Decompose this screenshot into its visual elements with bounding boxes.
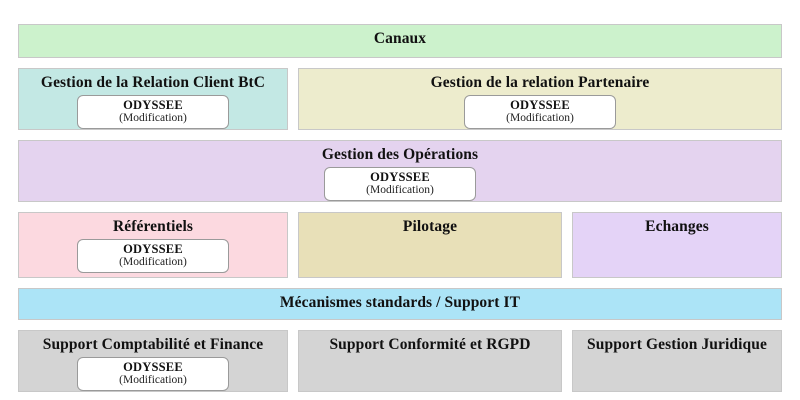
block-pilotage[interactable]: Pilotage [298,212,562,278]
odyssee-card[interactable]: ODYSSEE (Modification) [77,239,229,274]
odyssee-name: ODYSSEE [123,242,183,257]
block-title: Référentiels [112,218,194,235]
odyssee-card[interactable]: ODYSSEE (Modification) [77,357,229,391]
row-referentiels: Référentiels ODYSSEE (Modification) Pilo… [18,212,782,278]
odyssee-subtitle: (Modification) [119,374,187,387]
odyssee-subtitle: (Modification) [506,112,574,125]
odyssee-subtitle: (Modification) [366,184,434,197]
odyssee-name: ODYSSEE [510,98,570,113]
block-title: Pilotage [402,218,458,235]
odyssee-card[interactable]: ODYSSEE (Modification) [464,95,616,129]
block-title: Support Comptabilité et Finance [42,336,264,353]
block-title: Canaux [373,30,427,47]
odyssee-card[interactable]: ODYSSEE (Modification) [77,95,229,129]
row-relation: Gestion de la Relation Client BtC ODYSSE… [18,68,782,130]
odyssee-subtitle: (Modification) [119,112,187,125]
block-gestion-relation-partenaire[interactable]: Gestion de la relation Partenaire ODYSSE… [298,68,782,130]
block-title: Echanges [645,218,709,235]
block-canaux[interactable]: Canaux [18,24,782,58]
block-title: Gestion de la relation Partenaire [430,74,650,91]
odyssee-subtitle: (Modification) [119,256,187,269]
block-title: Support Gestion Juridique [587,336,767,353]
block-support-conformite-rgpd[interactable]: Support Conformité et RGPD [298,330,562,392]
block-support-comptabilite-finance[interactable]: Support Comptabilité et Finance ODYSSEE … [18,330,288,392]
block-gestion-relation-client-btc[interactable]: Gestion de la Relation Client BtC ODYSSE… [18,68,288,130]
block-title: Mécanismes standards / Support IT [279,294,521,311]
block-referentiels[interactable]: Référentiels ODYSSEE (Modification) [18,212,288,278]
block-gestion-des-operations[interactable]: Gestion des Opérations ODYSSEE (Modifica… [18,140,782,202]
odyssee-name: ODYSSEE [370,170,430,185]
row-mecanismes: Mécanismes standards / Support IT [18,288,782,320]
block-support-gestion-juridique[interactable]: Support Gestion Juridique [572,330,782,392]
row-operations: Gestion des Opérations ODYSSEE (Modifica… [18,140,782,202]
odyssee-name: ODYSSEE [123,360,183,375]
block-title: Gestion des Opérations [321,146,479,163]
odyssee-name: ODYSSEE [123,98,183,113]
block-echanges[interactable]: Echanges [572,212,782,278]
odyssee-card[interactable]: ODYSSEE (Modification) [324,167,476,201]
block-mecanismes-standards-support-it[interactable]: Mécanismes standards / Support IT [18,288,782,320]
row-canaux: Canaux [18,24,782,58]
block-title: Support Conformité et RGPD [329,336,531,353]
block-title: Gestion de la Relation Client BtC [40,74,266,91]
row-support: Support Comptabilité et Finance ODYSSEE … [18,330,782,392]
